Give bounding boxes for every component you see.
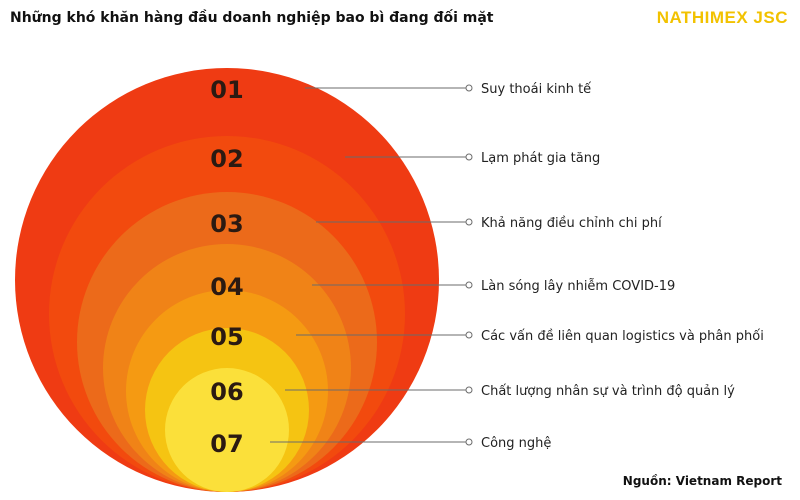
item-label-05: Các vấn đề liên quan logistics và phân p…	[481, 329, 764, 344]
diagram-title: Những khó khăn hàng đầu doanh nghiệp bao…	[10, 10, 494, 26]
item-number-02: 02	[210, 145, 243, 173]
leader-dot-04	[465, 281, 473, 289]
item-number-05: 05	[210, 323, 243, 351]
item-label-06: Chất lượng nhân sự và trình độ quản lý	[481, 384, 735, 399]
item-number-04: 04	[210, 273, 243, 301]
leader-dot-01	[465, 84, 473, 92]
leader-dot-03	[465, 218, 473, 226]
leader-dot-02	[465, 153, 473, 161]
leader-dot-07	[465, 438, 473, 446]
item-number-06: 06	[210, 378, 243, 406]
item-label-04: Làn sóng lây nhiễm COVID-19	[481, 279, 675, 294]
item-label-03: Khả năng điều chỉnh chi phí	[481, 216, 662, 231]
circle-07	[165, 368, 289, 492]
item-label-02: Lạm phát gia tăng	[481, 151, 600, 166]
item-number-03: 03	[210, 210, 243, 238]
item-label-07: Công nghệ	[481, 436, 551, 451]
source-note: Nguồn: Vietnam Report	[622, 474, 782, 488]
leader-dot-05	[465, 331, 473, 339]
item-label-01: Suy thoái kinh tế	[481, 82, 591, 97]
item-number-07: 07	[210, 430, 243, 458]
item-number-01: 01	[210, 76, 243, 104]
brand-logo: NATHIMEX JSC	[656, 8, 788, 27]
leader-dot-06	[465, 386, 473, 394]
